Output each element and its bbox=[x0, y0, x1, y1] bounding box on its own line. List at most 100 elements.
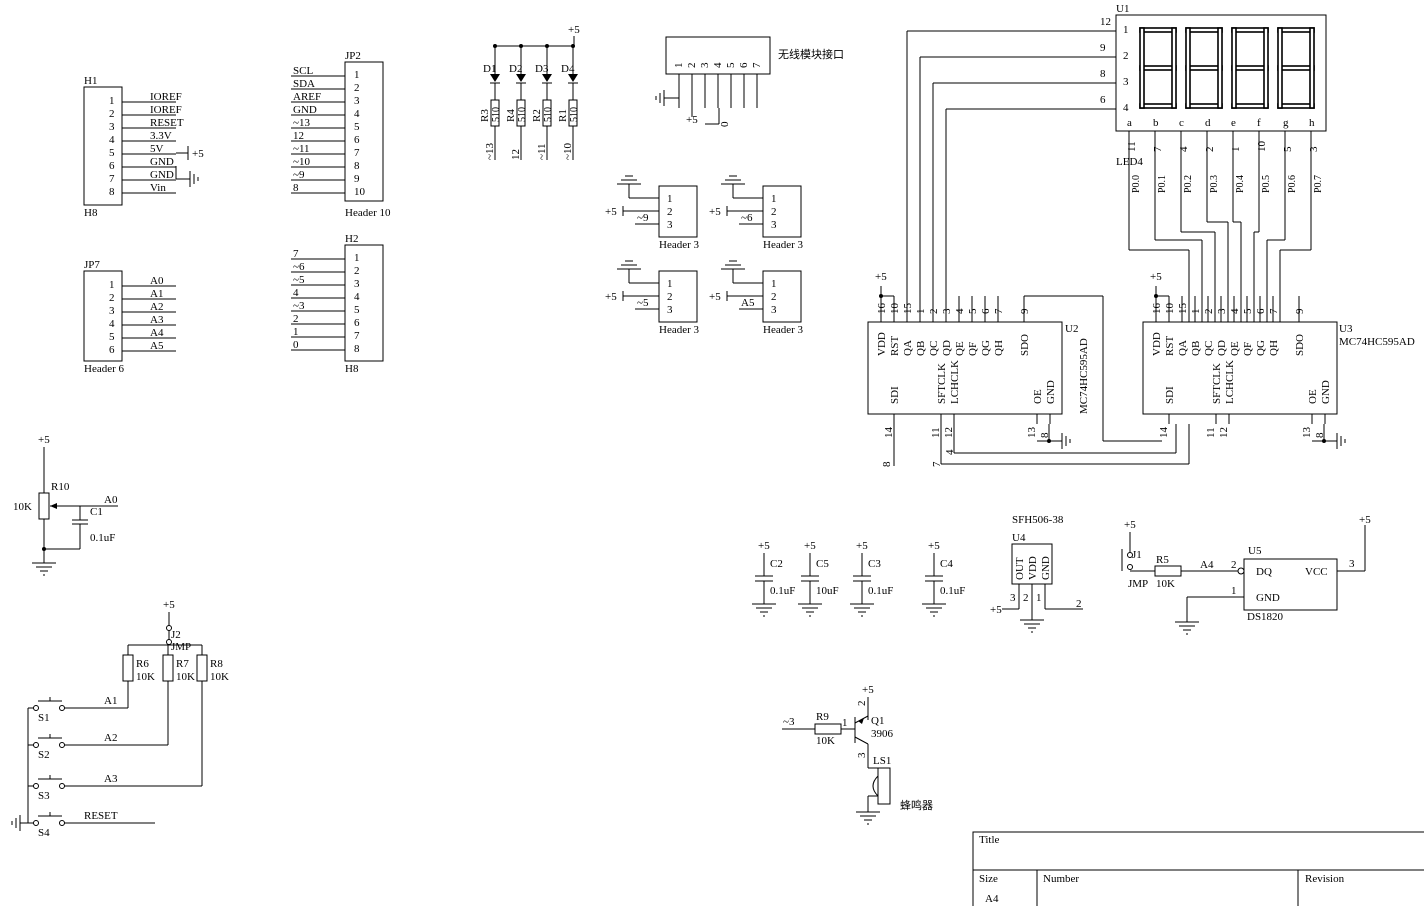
header-jp2[interactable]: JP2 Header 10 1SCL2SDA3AREF4GND5~136127~… bbox=[291, 50, 391, 219]
h2-net-label: 2 bbox=[293, 313, 299, 325]
segment bbox=[1277, 27, 1283, 109]
sr-pin-name: GND bbox=[1320, 380, 1332, 404]
number-label: Number bbox=[1043, 873, 1079, 885]
ground-symbol bbox=[655, 90, 665, 106]
h2-pin-number: 5 bbox=[354, 304, 360, 316]
segment bbox=[1277, 27, 1315, 33]
jp7-net-label: A0 bbox=[150, 275, 164, 287]
jp2-ref: JP2 bbox=[345, 50, 361, 62]
u4-pin-number: 3 bbox=[1010, 592, 1016, 604]
h1-pin-number: 1 bbox=[109, 95, 115, 107]
servo-pin-number: 3 bbox=[667, 219, 673, 231]
u5-pwr: +5 bbox=[1359, 514, 1371, 526]
resistor-value: 10K bbox=[176, 671, 195, 683]
h1-net-label: 5V bbox=[150, 143, 164, 155]
servo-pwr: +5 bbox=[605, 291, 617, 303]
jp7-pin-number: 1 bbox=[109, 279, 115, 291]
sr-pin-name: QE bbox=[1229, 341, 1241, 356]
shift-register-u2[interactable]: U2 MC74HC595AD 16VDD10RST15QA1QB2QC3QD4Q… bbox=[867, 271, 1090, 467]
shift-register-u3[interactable]: U3 MC74HC595AD 16VDD10RST15QA1QB2QC3QD4Q… bbox=[1142, 271, 1415, 439]
led-diode-symbol bbox=[568, 74, 578, 82]
u3-part: MC74HC595AD bbox=[1339, 336, 1415, 348]
wireless-pin-number: 2 bbox=[686, 63, 698, 69]
r5-value: 10K bbox=[1156, 578, 1175, 590]
led-net-label: ~11 bbox=[536, 143, 548, 160]
u5-jpwr: +5 bbox=[1124, 519, 1136, 531]
u4-pin-number: 1 bbox=[1036, 592, 1042, 604]
u1-segment-name: a bbox=[1127, 117, 1132, 129]
u3-body bbox=[1142, 321, 1338, 415]
sr-pin-number: 4 bbox=[1229, 308, 1241, 314]
sr-pin-name: QF bbox=[967, 342, 979, 356]
u2-ref: U2 bbox=[1065, 323, 1078, 335]
servo-net-label: ~6 bbox=[741, 212, 753, 224]
u1-pin-net: 8 bbox=[1100, 68, 1106, 80]
u5-dq: DQ bbox=[1256, 566, 1272, 578]
h2-net-label: ~3 bbox=[293, 300, 305, 312]
h1-footer: H8 bbox=[84, 207, 98, 219]
ls1-name: 蜂鸣器 bbox=[900, 798, 933, 812]
segment bbox=[1277, 65, 1315, 71]
u1-segment-pin: 3 bbox=[1308, 146, 1320, 152]
segment bbox=[1185, 65, 1223, 71]
sr-pin-name: SFTCLK bbox=[1211, 363, 1223, 404]
switch-contact bbox=[33, 705, 39, 711]
sr-pin-number: 2 bbox=[928, 309, 940, 315]
led-ref: D1 bbox=[483, 63, 496, 75]
switch-contact bbox=[33, 742, 39, 748]
led-array[interactable]: +5 D1510R3~13D2510R412D3510R2~11D4510R1~… bbox=[479, 24, 580, 160]
sr-pin-number: 6 bbox=[980, 308, 992, 314]
servo-pwr: +5 bbox=[709, 291, 721, 303]
ground-symbol bbox=[617, 175, 641, 185]
sr-pin-number: 13 bbox=[1301, 427, 1313, 439]
jp7-pin-number: 6 bbox=[109, 344, 115, 356]
sr-pin-name: SDO bbox=[1019, 334, 1031, 356]
ground-symbol bbox=[1020, 619, 1044, 633]
servo-pwr: +5 bbox=[605, 206, 617, 218]
r10-pwr: +5 bbox=[38, 434, 50, 446]
h2-net-label: 0 bbox=[293, 339, 299, 351]
u4-pin-name: GND bbox=[1040, 556, 1052, 580]
sr-pin-number: 8 bbox=[1039, 432, 1051, 438]
jp2-net-label: ~13 bbox=[293, 117, 310, 129]
resistor-ref: R8 bbox=[210, 658, 223, 670]
led-net-label: 12 bbox=[510, 149, 522, 160]
ground-symbol bbox=[11, 815, 21, 831]
sr-pin-name: QD bbox=[1216, 340, 1228, 356]
r10-value: 10K bbox=[13, 501, 32, 513]
h2-footer: H8 bbox=[345, 363, 359, 375]
u4-part: SFH506-38 bbox=[1012, 514, 1064, 526]
u2-body bbox=[867, 321, 1063, 415]
junction bbox=[1322, 439, 1326, 443]
u3-ref: U3 bbox=[1339, 323, 1353, 335]
ground-symbol bbox=[850, 603, 874, 617]
led-diode-symbol bbox=[516, 74, 526, 82]
sr-pin-number: 12 bbox=[1218, 427, 1230, 438]
sr-pin-number: 6 bbox=[1255, 308, 1267, 314]
h1-pin-number: 7 bbox=[109, 173, 115, 185]
buzzer-driver-q1[interactable]: +5 2 3 Q1 3906 ~3 R9 10K 1 LS1 蜂鸣器 bbox=[782, 684, 933, 825]
servo-pin-number: 2 bbox=[667, 206, 673, 218]
servo-header-footer: Header 3 bbox=[763, 324, 804, 336]
temperature-sensor-u5[interactable]: +5 J1 JMP R5 10K A4 U5 DQ VCC GND DS1820… bbox=[1121, 514, 1371, 635]
sr-pin-number: 8 bbox=[1314, 432, 1326, 438]
switch-net: A3 bbox=[104, 773, 118, 785]
ground-symbol bbox=[856, 811, 880, 825]
sr-pin-name: SFTCLK bbox=[936, 363, 948, 404]
sr-pin-name: QA bbox=[902, 340, 914, 356]
potentiometer-r10[interactable]: +5 R10 10K A0 C1 0.1uF bbox=[13, 434, 118, 576]
segment bbox=[1231, 103, 1269, 109]
ground-symbol bbox=[922, 603, 946, 617]
led-ref: D2 bbox=[509, 63, 522, 75]
